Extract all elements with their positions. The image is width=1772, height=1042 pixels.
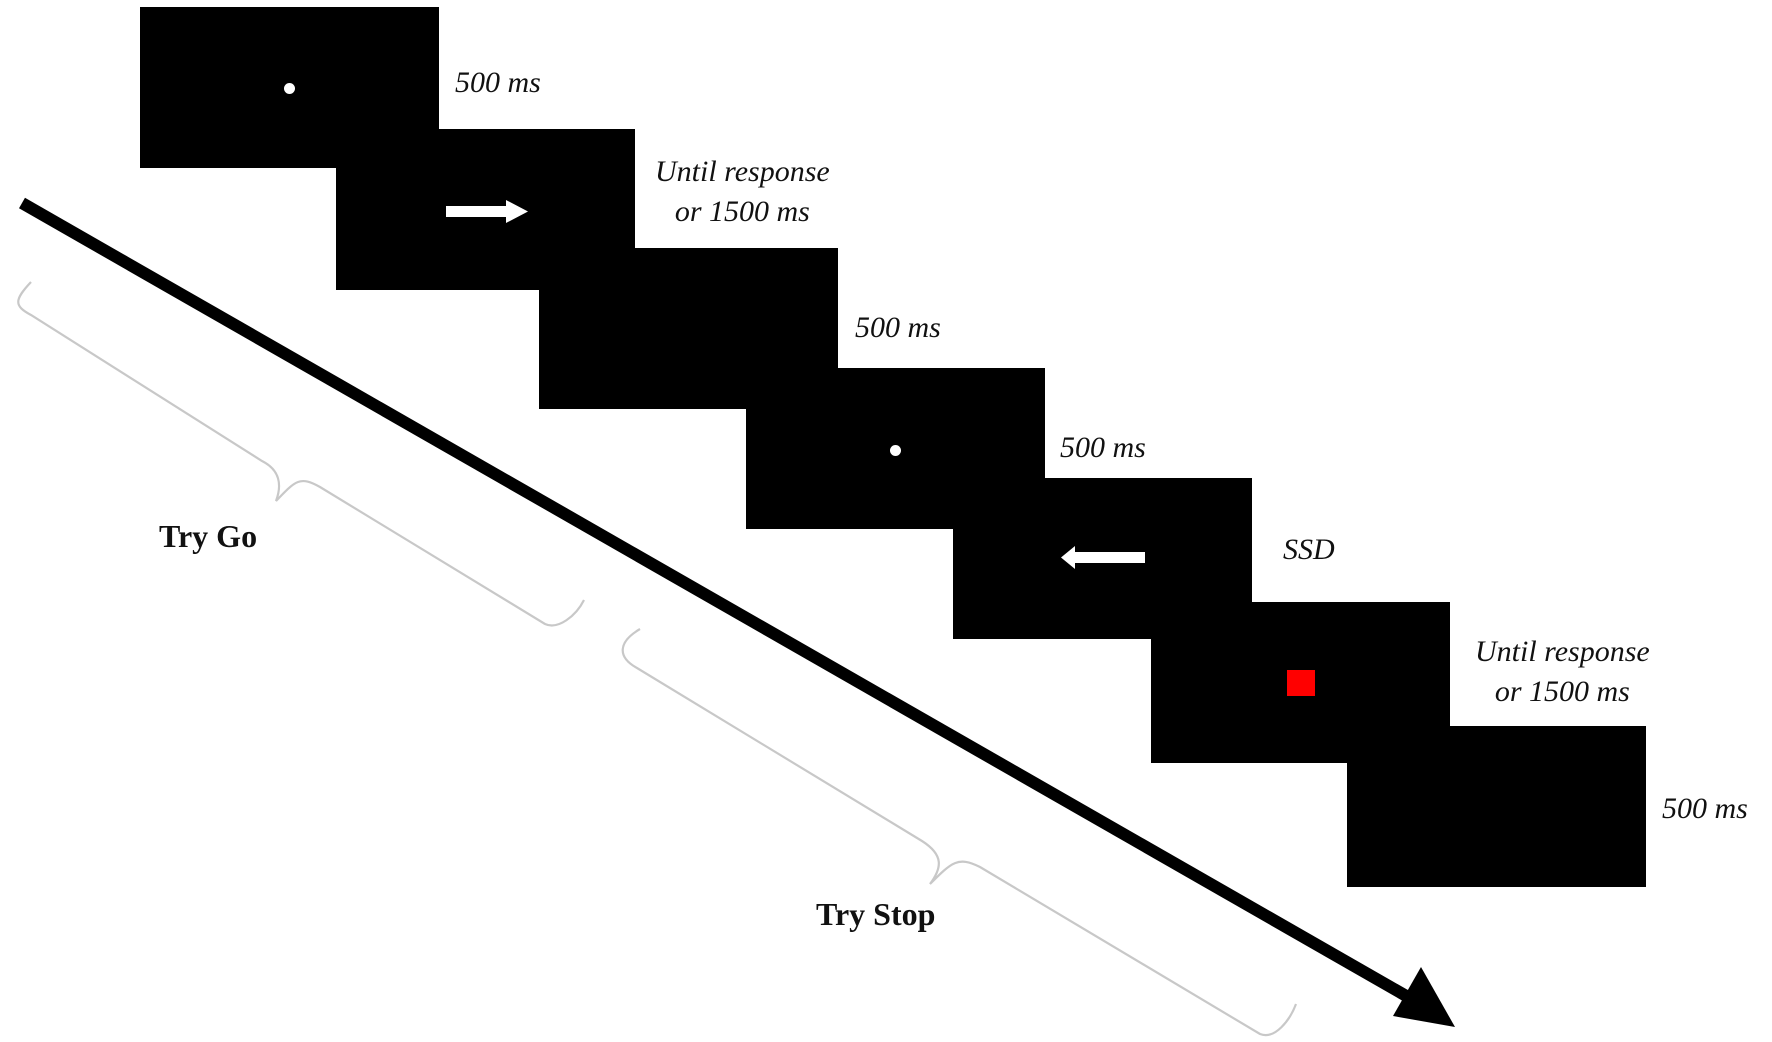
duration-label: 500 ms	[455, 66, 541, 99]
brace-try-stop	[621, 628, 1298, 1037]
arrow-left-icon	[1061, 546, 1145, 569]
duration-label: 500 ms	[855, 311, 941, 344]
brace-label-try-go: Try Go	[159, 518, 258, 554]
duration-label: Until response or 1500 ms	[655, 155, 830, 228]
duration-label: 500 ms	[1060, 431, 1146, 464]
fixation-dot	[284, 83, 295, 94]
fixation-dot	[890, 445, 901, 456]
timeline-arrow-shaft	[19, 197, 1425, 1011]
brace-try-go	[17, 281, 585, 627]
screen-blank-2	[1347, 726, 1646, 887]
duration-label: SSD	[1283, 533, 1335, 566]
arrow-right-icon	[446, 200, 528, 223]
stop-signal-square	[1287, 670, 1315, 696]
duration-label: 500 ms	[1662, 792, 1748, 825]
timeline-arrow-head	[1393, 967, 1455, 1027]
brace-label-try-stop: Try Stop	[816, 896, 936, 932]
duration-label: Until response or 1500 ms	[1475, 635, 1650, 708]
